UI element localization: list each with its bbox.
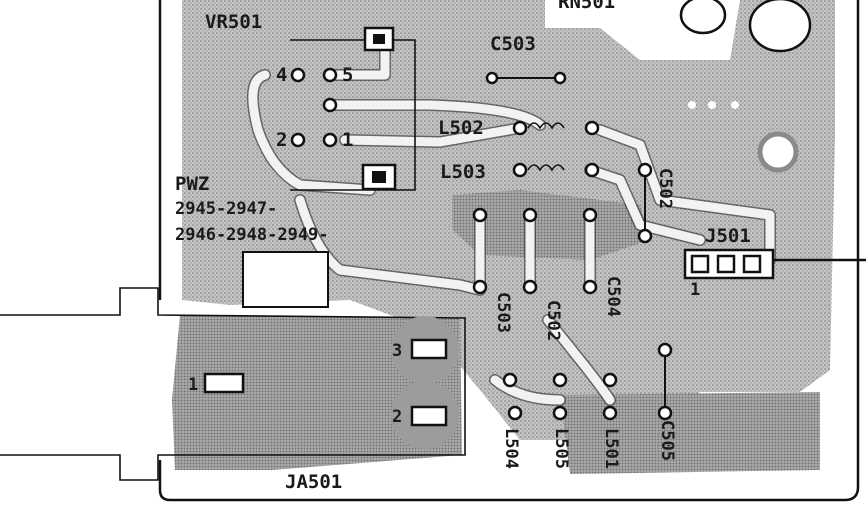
label-pwz-title: PWZ [175, 173, 209, 195]
bottom-components [502, 342, 673, 421]
label-c502-lower: C502 [543, 300, 563, 341]
label-c505: C505 [657, 420, 677, 461]
label-l504: L504 [501, 428, 521, 469]
label-ja-pin1: 1 [188, 375, 198, 395]
c503-component [485, 71, 567, 85]
label-ja-pin2: 2 [392, 407, 402, 427]
vertical-caps [472, 207, 598, 295]
label-c504: C504 [603, 276, 623, 317]
l502-component [512, 120, 600, 136]
label-pin1: 1 [342, 129, 353, 151]
rn501-pads [290, 67, 338, 148]
label-ja501: JA501 [285, 471, 342, 493]
mount-hole-1 [679, 0, 727, 35]
pwz-cutout [242, 251, 329, 308]
copper-pour-right [560, 392, 820, 474]
label-rn501: RN501 [558, 0, 615, 13]
label-c502-upper: C502 [655, 168, 675, 209]
label-pin5: 5 [342, 64, 353, 86]
label-c503: C503 [490, 33, 536, 55]
copper-pour-lower [172, 315, 462, 470]
label-vr501: VR501 [205, 11, 262, 33]
label-pin2: 2 [276, 129, 287, 151]
label-l505: L505 [551, 428, 571, 469]
via-row [688, 101, 739, 109]
label-ja-pin3: 3 [392, 341, 402, 361]
board-outline [158, 0, 860, 502]
label-pin4: 4 [276, 64, 287, 86]
label-l503: L503 [440, 161, 486, 183]
label-j-pin1: 1 [690, 280, 700, 300]
trace-layer [246, 34, 776, 406]
mount-hole-3 [757, 131, 799, 173]
c502-upper-component [637, 162, 653, 244]
ja501-connector [0, 287, 466, 481]
label-j501: J501 [705, 225, 751, 247]
mount-hole-2 [748, 0, 812, 53]
label-pwz-line1: 2945-2947- [175, 199, 277, 219]
j501-connector [683, 248, 866, 280]
l503-component [512, 162, 600, 178]
label-l502: L502 [438, 117, 484, 139]
label-l501: L501 [601, 428, 621, 469]
label-c503-vertical: C503 [493, 292, 513, 333]
label-pwz-line2: 2946-2948-2949- [175, 225, 329, 245]
vr501-outline [290, 39, 416, 191]
copper-pour-mid [452, 190, 650, 260]
